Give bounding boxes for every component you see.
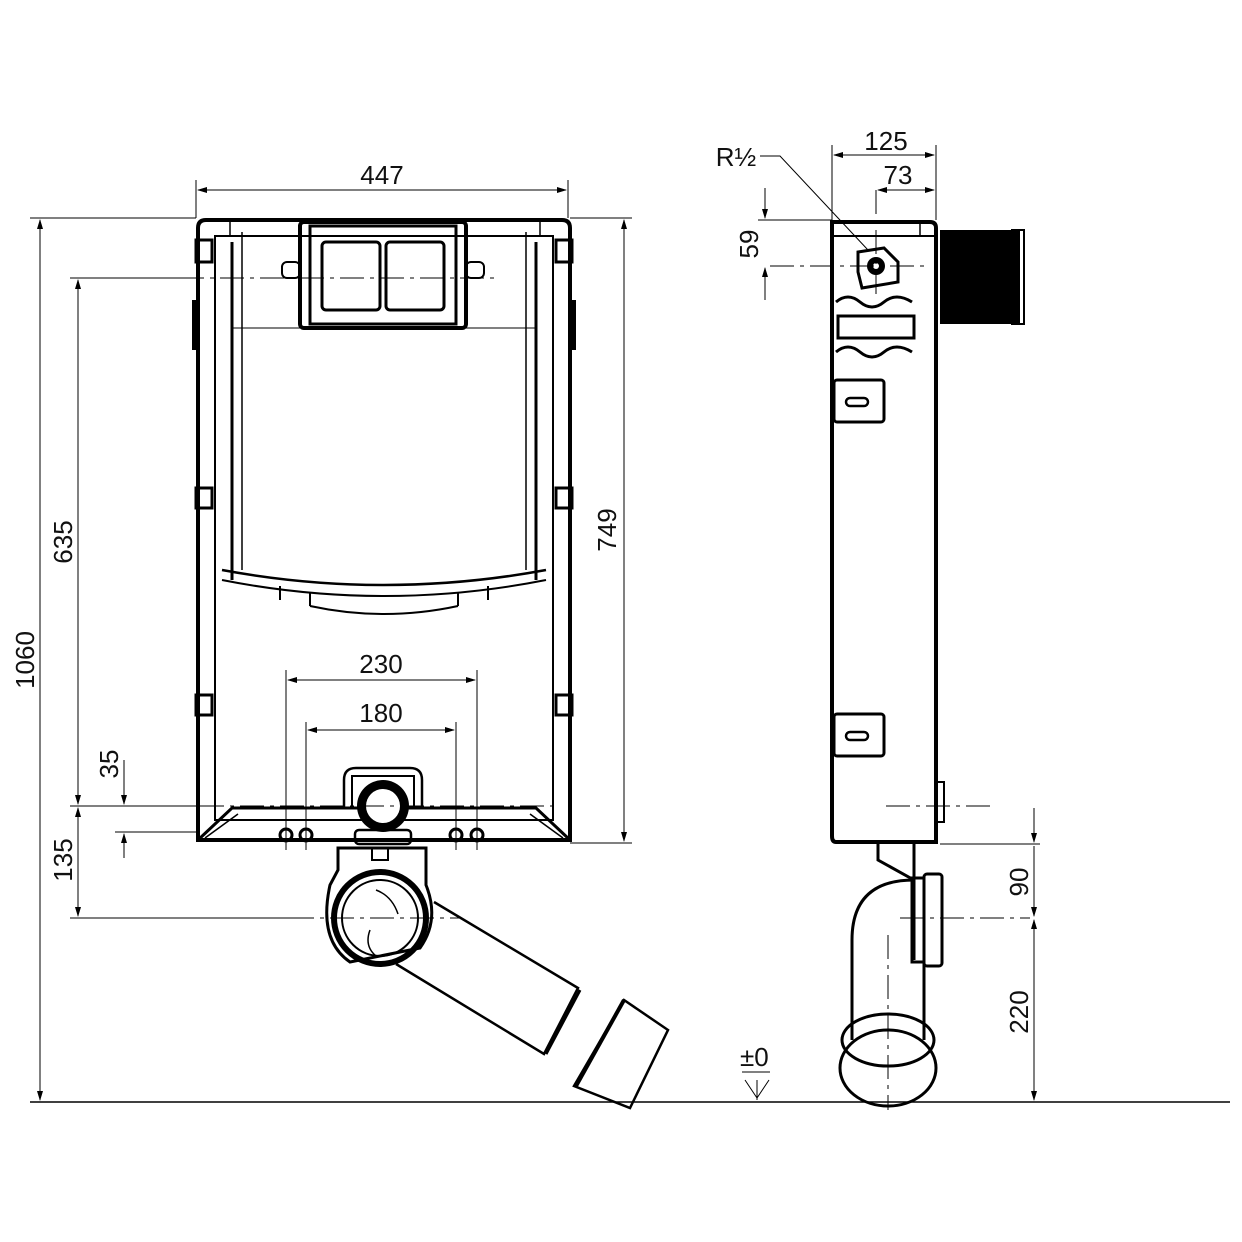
dim-drain-offset: 35 [94,750,124,779]
dim-flush-plate-center: 635 [48,520,78,563]
dim-depth: 125 [864,126,907,156]
dim-outlet-height: 220 [1004,990,1034,1033]
floor-level-label: ±0 [740,1042,769,1072]
front-dimensions [30,180,632,1101]
front-view [180,218,670,1110]
dim-inlet-thread: R½ [716,142,756,172]
dim-inlet-height: 59 [734,230,764,259]
dim-inlet-offset: 73 [884,160,913,190]
dim-total-height: 1060 [10,631,40,689]
dim-frame-height: 749 [592,508,622,551]
drain-bend [325,846,670,1110]
flush-plate [281,220,485,330]
dim-bolt-spacing-outer: 230 [359,649,402,679]
side-view [770,190,1030,1110]
dim-bolt-spacing-inner: 180 [359,698,402,728]
side-dimensions [742,145,1040,1101]
dim-total-width: 447 [360,160,403,190]
dim-floor-fix-height: 135 [48,838,78,881]
dim-outlet-to-frame: 90 [1004,868,1034,897]
